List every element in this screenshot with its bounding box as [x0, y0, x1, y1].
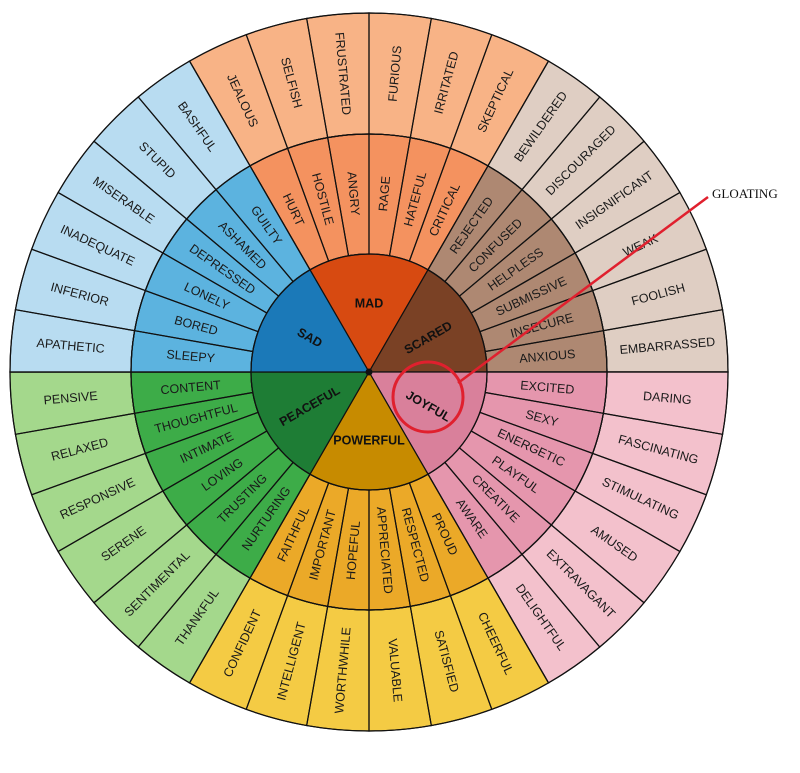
- annotation-leader-line: [457, 195, 709, 385]
- outer-label-furious: FURIOUS: [386, 45, 405, 102]
- annotation-label: GLOATING: [712, 186, 778, 201]
- outer-label-daring: DARING: [643, 389, 693, 407]
- gloating-annotation: GLOATING: [391, 186, 778, 434]
- outer-label-pensive: PENSIVE: [43, 389, 98, 408]
- inner-label-excited: EXCITED: [520, 378, 575, 397]
- inner-label-anxious: ANXIOUS: [519, 347, 576, 366]
- wheel-segments: [9, 12, 729, 732]
- outer-label-valuable: VALUABLE: [385, 638, 404, 703]
- inner-label-hopeful: HOPEFUL: [344, 520, 363, 580]
- core-label-powerful: POWERFUL: [333, 433, 405, 447]
- inner-label-content: CONTENT: [160, 378, 222, 397]
- core-label-mad: MAD: [355, 297, 383, 311]
- inner-label-angry: ANGRY: [344, 171, 362, 217]
- inner-label-rage: RAGE: [376, 175, 393, 212]
- highlight-circle: [391, 360, 465, 434]
- center-dot: [365, 368, 373, 376]
- outer-cell-sad-5: [137, 60, 251, 191]
- inner-label-sleepy: SLEEPY: [166, 347, 216, 365]
- outer-label-apathetic: APATHETIC: [36, 336, 105, 356]
